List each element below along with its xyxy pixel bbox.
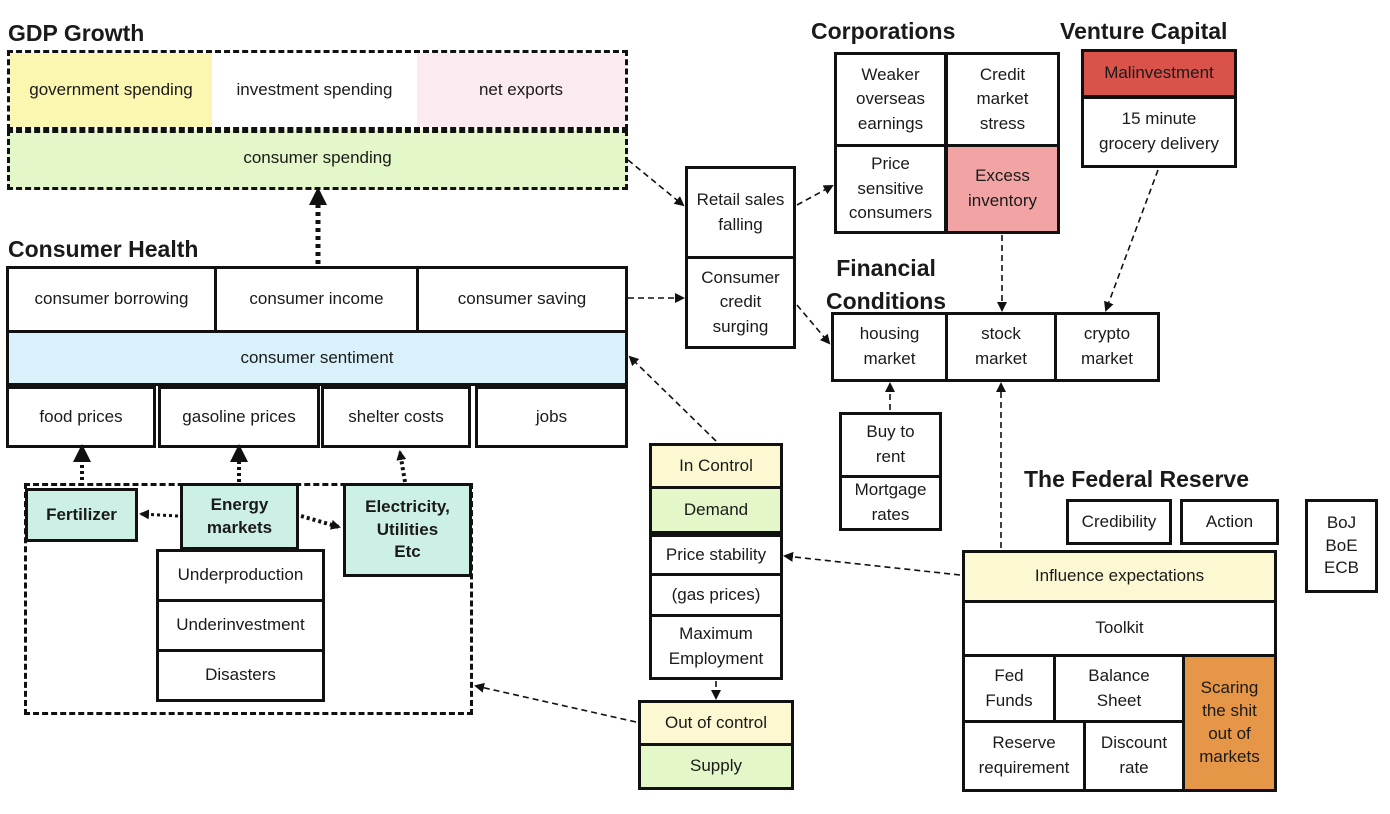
gasoline-prices-box: gasoline prices (158, 386, 320, 448)
price-stability-box: Price stability (649, 534, 783, 576)
housing-market-box: housing market (831, 312, 948, 382)
electricity-utilities-box: Electricity, Utilities Etc (343, 483, 472, 577)
investment-spending-box: investment spending (212, 53, 417, 127)
gdp-components-group (7, 50, 628, 130)
arrow-retail-to-corporations (796, 185, 834, 206)
price-sensitive-consumers-box: Price sensitive consumers (834, 144, 947, 234)
stock-market-box: stock market (945, 312, 1057, 382)
shelter-costs-box: shelter costs (321, 386, 471, 448)
central-banks-box: BoJ BoE ECB (1305, 499, 1378, 593)
gdp-growth-title: GDP Growth (8, 20, 145, 46)
retail-sales-falling-box: Retail sales falling (685, 166, 796, 259)
consumer-sentiment-box: consumer sentiment (6, 330, 628, 386)
government-spending-box: government spending (10, 53, 212, 127)
federal-reserve-title: The Federal Reserve (1024, 466, 1250, 492)
grocery-delivery-box: 15 minute grocery delivery (1081, 96, 1237, 168)
food-prices-box: food prices (6, 386, 156, 448)
arrow-energy-to-electricity (300, 514, 341, 530)
arrow-outofcontrol-to-energy (474, 682, 637, 723)
consumer-spending-box: consumer spending (243, 147, 392, 167)
net-exports-box: net exports (417, 53, 625, 127)
arrow-credit-to-housing (796, 304, 831, 345)
supply-box: Supply (638, 743, 794, 790)
arrow-grocery-to-crypto (1104, 169, 1159, 312)
arrow-influence-to-price-stability (783, 551, 961, 576)
mortgage-rates-box: Mortgage rates (839, 475, 942, 531)
consumer-borrowing-box: consumer borrowing (6, 266, 217, 333)
venture-capital-title: Venture Capital (1060, 18, 1228, 44)
fertilizer-box: Fertilizer (25, 488, 138, 542)
scaring-markets-box: Scaring the shit out of markets (1182, 654, 1277, 792)
crypto-market-box: crypto market (1054, 312, 1160, 382)
excess-inventory-box: Excess inventory (945, 144, 1060, 234)
in-control-box: In Control (649, 443, 783, 489)
malinvestment-box: Malinvestment (1081, 49, 1237, 98)
out-of-control-box: Out of control (638, 700, 794, 746)
disasters-box: Disasters (156, 649, 325, 702)
discount-rate-box: Discount rate (1083, 720, 1185, 792)
arrow-energy-to-fertilizer (139, 509, 179, 520)
action-box: Action (1180, 499, 1279, 545)
toolkit-box: Toolkit (962, 600, 1277, 657)
financial-conditions-title: Financial Conditions (826, 255, 947, 315)
demand-box: Demand (649, 486, 783, 534)
underinvestment-box: Underinvestment (156, 599, 325, 652)
credit-market-stress-box: Credit market stress (945, 52, 1060, 147)
consumer-credit-surging-box: Consumer credit surging (685, 256, 796, 349)
maximum-employment-box: Maximum Employment (649, 614, 783, 680)
consumer-health-title: Consumer Health (8, 236, 199, 262)
arrow-electricity-to-shelter (396, 450, 407, 483)
weaker-overseas-earnings-box: Weaker overseas earnings (834, 52, 947, 147)
arrow-spending-to-retail (627, 159, 685, 207)
jobs-box: jobs (475, 386, 628, 448)
credibility-box: Credibility (1066, 499, 1172, 545)
consumer-spending-group (7, 130, 628, 190)
arrow-incontrol-to-sentiment (628, 355, 717, 442)
gas-prices-box: (gas prices) (649, 573, 783, 617)
influence-expectations-box: Influence expectations (962, 550, 1277, 603)
energy-markets-box: Energy markets (180, 483, 299, 550)
corporations-title: Corporations (811, 18, 956, 44)
